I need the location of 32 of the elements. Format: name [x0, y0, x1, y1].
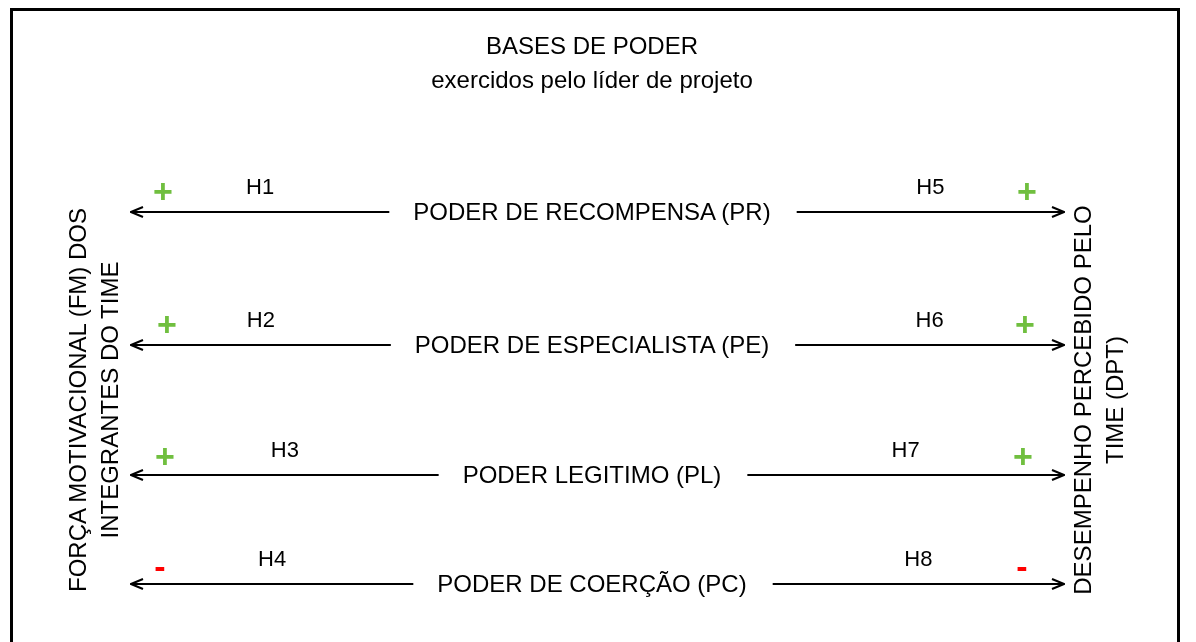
arrow	[794, 339, 1065, 351]
power-base-label: PODER DE ESPECIALISTA (PE)	[414, 331, 770, 359]
power-base-label: PODER LEGITIMO (PL)	[462, 461, 722, 489]
edge-label: H7	[891, 437, 920, 463]
arrow	[795, 206, 1065, 218]
arrow	[130, 339, 392, 351]
arrow	[130, 578, 415, 590]
edge-label: H6	[915, 307, 944, 333]
sign-label: +	[1017, 176, 1037, 206]
power-base-label: PODER DE RECOMPENSA (PR)	[413, 198, 771, 226]
sign-label: -	[1016, 551, 1028, 581]
edge-label: H8	[904, 546, 933, 572]
edge-label: H3	[270, 437, 299, 463]
sign-label: +	[1013, 441, 1033, 471]
sign-label: +	[157, 309, 177, 339]
arrow	[746, 469, 1065, 481]
power-base-label: PODER DE COERÇÃO (PC)	[437, 570, 747, 598]
edge-label: H4	[258, 546, 287, 572]
sign-label: -	[154, 551, 166, 581]
arrow	[130, 206, 391, 218]
subtitle: exercidos pelo líder de projeto	[431, 66, 753, 94]
sign-label: +	[155, 441, 175, 471]
rotated-label: DESEMPENHO PERCEBIDO PELO TIME (DPT)	[1067, 190, 1133, 610]
arrow	[771, 578, 1065, 590]
edge-label: H2	[246, 307, 275, 333]
arrow	[130, 469, 440, 481]
rotated-label: FORÇA MOTIVACIONAL (FM) DOS INTEGRANTES DO TIME	[62, 190, 128, 610]
edge-label: H1	[246, 174, 275, 200]
edge-label: H5	[916, 174, 945, 200]
sign-label: +	[1015, 309, 1035, 339]
diagram-title: BASES DE PODER	[485, 32, 699, 60]
sign-label: +	[153, 176, 173, 206]
